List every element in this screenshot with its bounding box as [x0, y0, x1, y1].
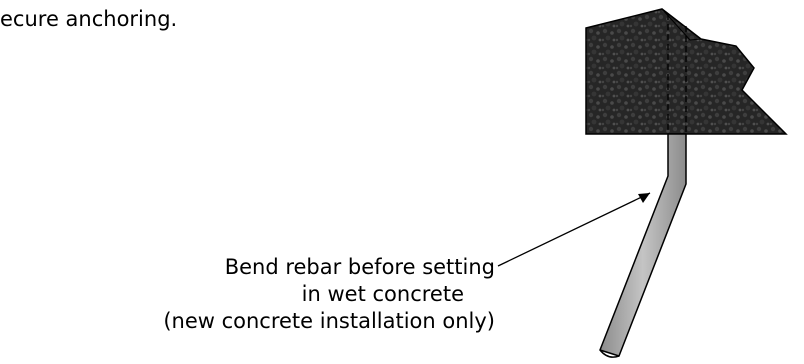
callout-line-2: in wet concrete [301, 282, 464, 306]
concrete-edge-detail [661, 8, 702, 41]
rebar-cut-end [599, 349, 620, 358]
bent-rebar [599, 133, 687, 357]
leader-arrowhead [638, 193, 650, 203]
callout-line-1: Bend rebar before setting [224, 255, 495, 279]
callout-leader-line [497, 192, 651, 267]
rebar-callout: Bend rebar before setting in wet concret… [163, 254, 495, 335]
callout-line-3: (new concrete installation only) [163, 309, 495, 333]
intro-text: ecure anchoring. [0, 7, 178, 31]
